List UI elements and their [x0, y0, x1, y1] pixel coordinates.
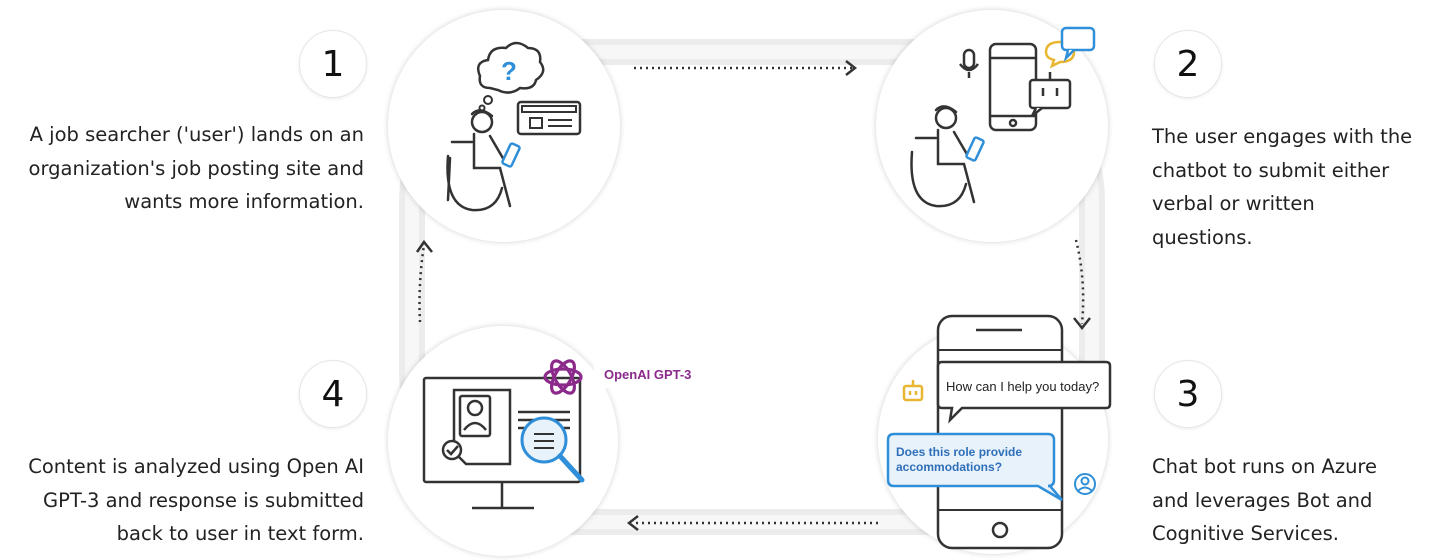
user-message-line-1: Does this role provide [896, 445, 1022, 459]
step-2-number: 2 [1154, 30, 1222, 98]
arrow-left-icon [626, 515, 878, 531]
openai-logo-icon [543, 359, 583, 395]
thought-cloud-icon: ? [477, 41, 545, 112]
step-3-number: 3 [1154, 360, 1222, 428]
user-avatar-icon [1074, 473, 1096, 495]
step-1-number: 1 [299, 30, 367, 98]
phone-icon [965, 136, 985, 162]
monitor-icon [422, 376, 582, 510]
step-4-description: Content is analyzed using Open AI GPT-3 … [28, 455, 364, 545]
arrow-down-icon [1073, 239, 1091, 331]
step-1-illustration: ? [388, 10, 620, 242]
arrow-up-icon [415, 239, 433, 323]
step-2-illustration [876, 10, 1108, 242]
step-4-number: 4 [299, 360, 367, 428]
phone-icon [501, 142, 521, 168]
user-message-line-2: accommodations? [896, 460, 1002, 474]
bot-message-bubble: How can I help you today? [936, 360, 1112, 424]
check-circle-icon [441, 439, 463, 461]
svg-text:?: ? [501, 56, 517, 86]
wheelchair-user-icon [910, 105, 976, 208]
wheelchair-user-icon [446, 109, 512, 212]
step-4-illustration [388, 326, 618, 556]
microphone-icon [959, 48, 979, 78]
magnifier-icon [520, 416, 585, 483]
id-card-icon [516, 100, 582, 136]
step-3-description: Chat bot runs on Azure and leverages Bot… [1152, 455, 1378, 545]
openai-label: OpenAI GPT-3 [604, 367, 692, 382]
chat-phone-mockup: How can I help you today? Does this role… [886, 314, 1112, 550]
robot-icon [1028, 72, 1072, 117]
chat-bubbles-icon [1044, 26, 1096, 69]
arrow-right-icon [634, 60, 858, 76]
step-1-description: A job searcher ('user') lands on an orga… [28, 123, 364, 213]
bot-avatar-icon [902, 380, 924, 402]
bot-message-text: How can I help you today? [946, 379, 1099, 394]
openai-label-box: OpenAI GPT-3 [594, 362, 724, 388]
user-message-bubble: Does this role provide accommodations? [886, 432, 1063, 502]
step-2-description: The user engages with the chatbot to sub… [1152, 125, 1413, 249]
resume-document-icon [452, 388, 570, 466]
